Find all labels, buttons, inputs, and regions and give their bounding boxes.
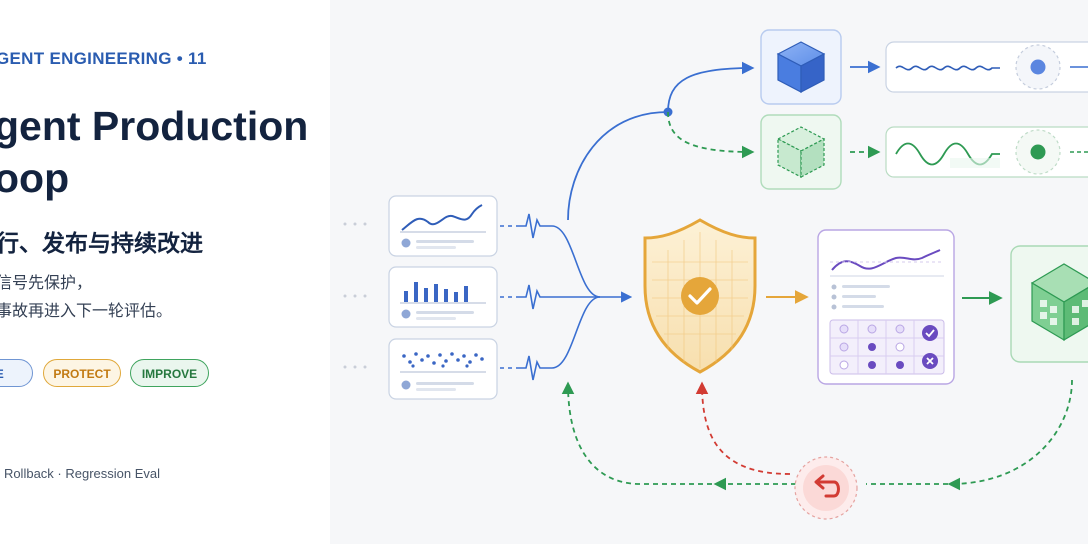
page-subtitle: 行、发布与持续改进 (0, 230, 203, 256)
deploy-branch (567, 61, 755, 221)
page-title: gent Production oop (0, 100, 308, 204)
line-chart-icon (401, 204, 483, 231)
green-cube-stack-icon (1010, 245, 1088, 363)
signal-connectors (500, 213, 633, 381)
section-kicker: GENT ENGINEERING • 11 (0, 49, 207, 68)
signal-card-line (388, 195, 498, 257)
scatter-dots-icon (402, 352, 484, 368)
blue-status-dot (1030, 59, 1046, 75)
signal-card-scatter (388, 338, 498, 400)
pill-improve: IMPROVE (130, 359, 209, 387)
description-line-1: 信号先保护， (0, 275, 93, 292)
pill-observe: RVE (0, 359, 33, 387)
blue-cube-icon (760, 29, 842, 105)
shield-check-icon (643, 218, 757, 374)
stage-pills: RVE PROTECT IMPROVE (0, 359, 330, 389)
description: 信号先保护， 事故再进入下一轮评估。 (0, 270, 172, 326)
title-line-1: gent Production (0, 103, 309, 149)
bar-chart-icon (404, 282, 468, 302)
feedback-loop (561, 379, 1073, 491)
signal-card-bars (388, 266, 498, 328)
blue-wave-icon (895, 65, 1000, 71)
green-wire-cube-icon (760, 114, 842, 190)
green-status-dot (1030, 144, 1046, 160)
pill-protect: PROTECT (43, 359, 121, 387)
footnote: · Rollback · Regression Eval (0, 466, 161, 481)
blue-traffic-card (885, 41, 1088, 93)
eval-matrix-icon (817, 229, 955, 385)
undo-arrow-icon (794, 456, 858, 520)
description-line-2: 事故再进入下一轮评估。 (0, 303, 173, 320)
title-line-2: oop (0, 155, 70, 201)
background-dots (343, 222, 367, 369)
green-traffic-card (885, 126, 1088, 178)
